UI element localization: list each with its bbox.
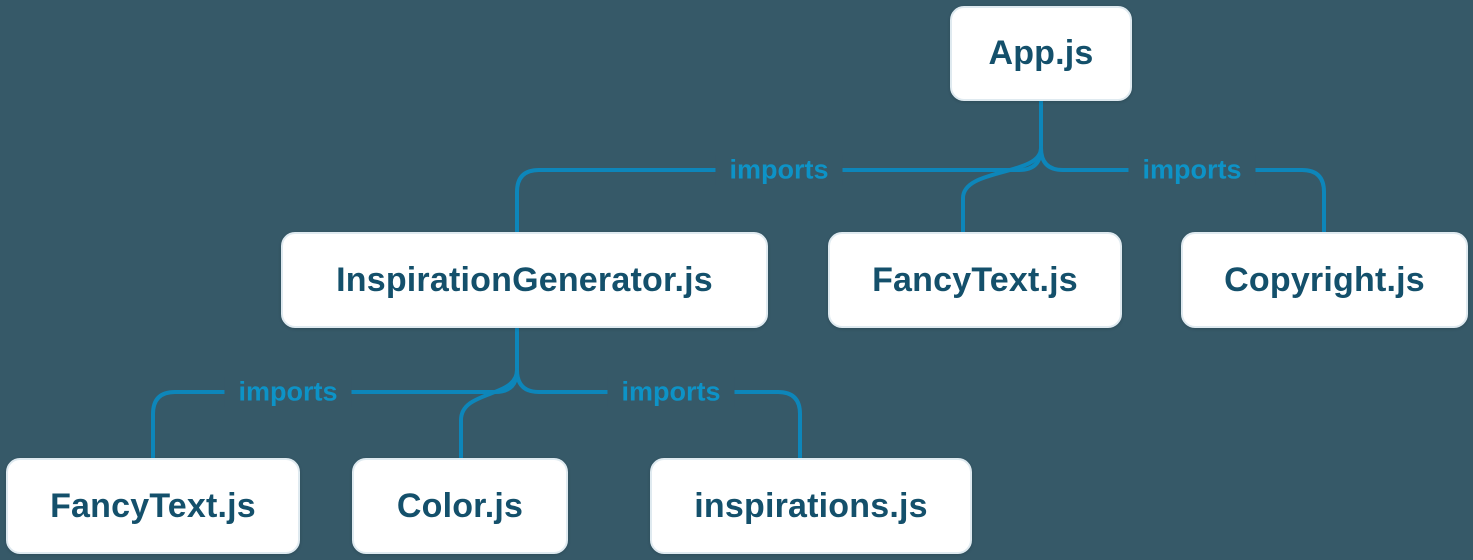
node-copyright-js: Copyright.js: [1181, 232, 1468, 328]
imports-label: imports: [715, 154, 843, 186]
node-app-js-label: App.js: [988, 34, 1094, 72]
edge-app-to-inspiration-generator: [515, 146, 1043, 234]
edge-app-to-fancy-text: [961, 146, 1043, 234]
edge-inspiration-generator-to-color: [459, 368, 519, 460]
node-copyright-js-label: Copyright.js: [1224, 260, 1425, 299]
node-fancy-text-js-bottom: FancyText.js: [6, 458, 300, 554]
node-color-js: Color.js: [352, 458, 568, 554]
node-color-js-label: Color.js: [396, 486, 524, 525]
node-fancy-text-js-bottom-label: FancyText.js: [50, 486, 256, 525]
node-inspiration-generator-js-label: InspirationGenerator.js: [336, 260, 713, 299]
imports-label: imports: [607, 376, 735, 408]
node-fancy-text-js-top-label: FancyText.js: [872, 260, 1078, 299]
edge-inspiration-generator-to-inspirations: [515, 368, 802, 460]
node-app-js: App.js: [950, 6, 1132, 101]
node-inspiration-generator-js: InspirationGenerator.js: [281, 232, 768, 328]
imports-label: imports: [224, 376, 352, 408]
edge-app-to-copyright: [1039, 146, 1326, 234]
node-inspirations-js: inspirations.js: [650, 458, 972, 554]
node-fancy-text-js-top: FancyText.js: [828, 232, 1122, 328]
imports-label: imports: [1128, 154, 1256, 186]
node-inspirations-js-label: inspirations.js: [694, 486, 928, 525]
